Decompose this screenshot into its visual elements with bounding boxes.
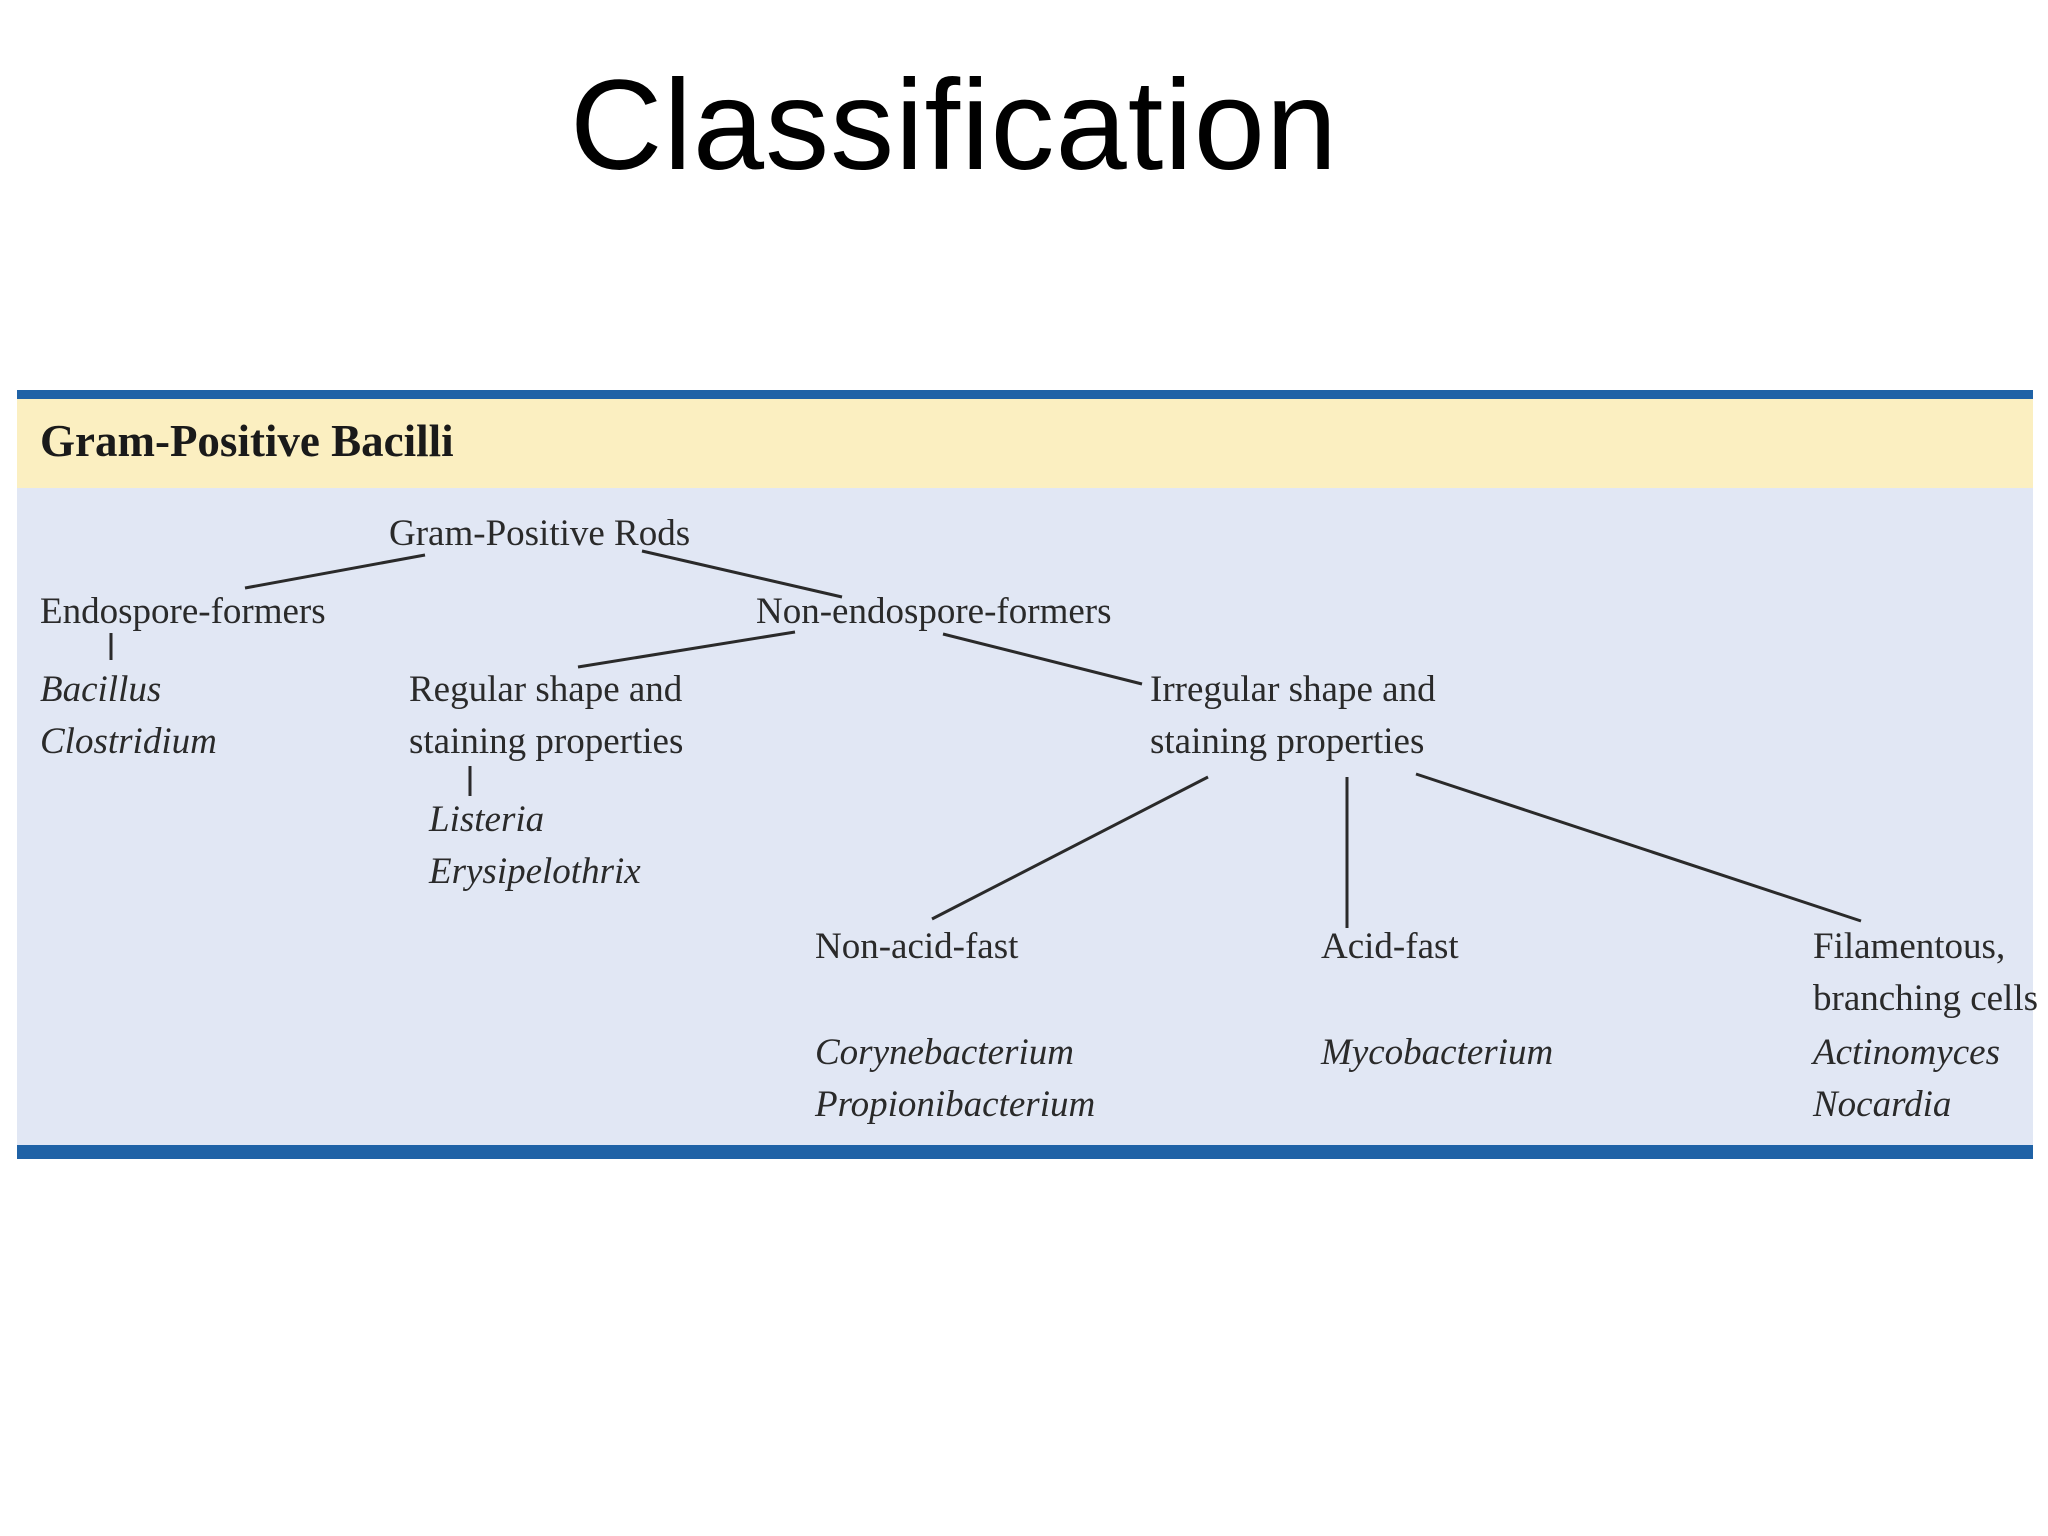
figure-header: Gram-Positive Bacilli xyxy=(40,416,454,466)
node-regular-shape-line2: staining properties xyxy=(409,721,684,762)
genus-clostridium: Clostridium xyxy=(40,721,217,762)
node-regular-shape-line1: Regular shape and xyxy=(409,669,683,710)
node-gram-positive-rods: Gram-Positive Rods xyxy=(389,513,691,554)
node-irregular-shape-line2: staining properties xyxy=(1150,721,1425,762)
figure-bottom-rule xyxy=(17,1145,2033,1159)
node-filamentous-line2: branching cells xyxy=(1813,978,2038,1019)
genus-bacillus: Bacillus xyxy=(40,669,162,710)
node-non-acid-fast: Non-acid-fast xyxy=(815,926,1019,967)
figure-panel xyxy=(17,390,2033,1159)
node-irregular-shape-line1: Irregular shape and xyxy=(1150,669,1436,710)
figure-header-band xyxy=(17,399,2033,488)
slide-title: Classification xyxy=(570,54,1339,197)
edge-irregular-filamentous xyxy=(1415,772,1862,923)
edge-non-endospore-regular xyxy=(577,630,796,669)
genus-erysipelothrix: Erysipelothrix xyxy=(429,851,641,892)
edge-non-endospore-irregular xyxy=(942,632,1143,686)
genus-propionibacterium: Propionibacterium xyxy=(815,1084,1096,1125)
edge-root-non-endospore xyxy=(641,549,843,599)
genus-mycobacterium: Mycobacterium xyxy=(1321,1032,1554,1073)
edge-irregular-non-acid-fast xyxy=(931,775,1209,921)
edge-root-endospore xyxy=(244,553,426,590)
genus-listeria: Listeria xyxy=(429,799,545,840)
genus-actinomyces: Actinomyces xyxy=(1813,1032,2000,1073)
genus-corynebacterium: Corynebacterium xyxy=(815,1032,1074,1073)
figure-top-rule xyxy=(17,390,2033,399)
genus-nocardia: Nocardia xyxy=(1813,1084,1952,1125)
node-non-endospore-formers: Non-endospore-formers xyxy=(756,591,1112,632)
node-acid-fast: Acid-fast xyxy=(1321,926,1459,967)
node-filamentous-line1: Filamentous, xyxy=(1813,926,2006,967)
node-endospore-formers: Endospore-formers xyxy=(40,591,326,632)
